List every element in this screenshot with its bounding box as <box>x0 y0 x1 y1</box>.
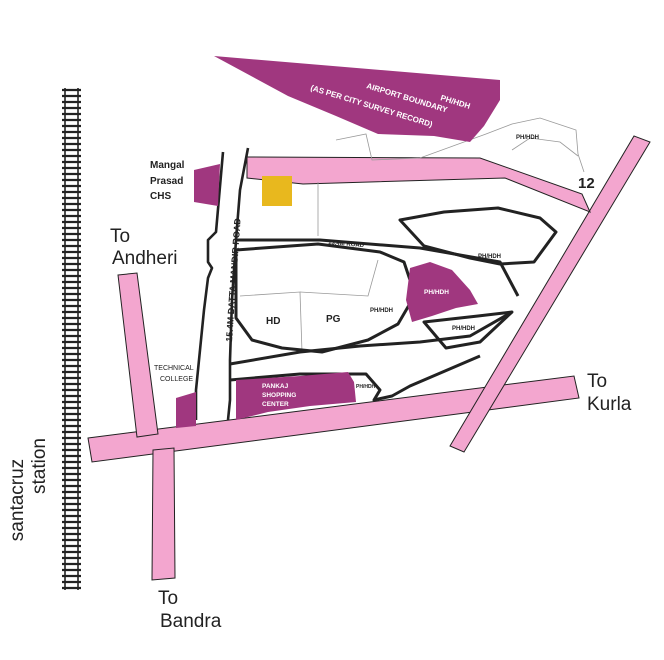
label-mangal-2: Prasad <box>150 176 183 187</box>
label-mangal-1: Mangal <box>150 160 185 171</box>
label-phhdh-south: PH/HDH <box>452 326 475 332</box>
label-station-1: santacruz <box>7 459 28 541</box>
label-road-12: 12 <box>578 175 595 192</box>
label-phhdh-top: PH/HDH <box>516 135 539 141</box>
label-to-bandra-2: Bandra <box>160 611 222 632</box>
phhdh-east-block <box>398 206 558 266</box>
datta-road-right-edge <box>226 147 250 421</box>
label-technical-2: COLLEGE <box>160 376 193 383</box>
label-pg: PG <box>326 314 341 325</box>
airport-dotted-boundary <box>335 117 585 173</box>
road-to-bandra <box>151 447 176 581</box>
hd-pg-block-outline <box>234 242 414 354</box>
label-to-andheri-1: To <box>110 226 130 247</box>
purple-plots <box>176 56 500 428</box>
label-hd: HD <box>266 316 280 327</box>
main-roads <box>87 135 651 581</box>
lower-road-outline <box>229 310 513 366</box>
mangal-prasad-plot <box>194 164 220 206</box>
phhdh-purple-plot <box>406 262 478 322</box>
label-technical-1: TECHNICAL <box>154 365 194 372</box>
datta-mandir-road <box>194 147 250 421</box>
label-phhdh-small: PH/HDH <box>356 384 376 390</box>
label-phhdh-middle: PH/HDH <box>370 308 393 314</box>
label-to-kurla-1: To <box>587 371 607 392</box>
datta-road-left-edge <box>194 151 225 420</box>
upper-road-outline <box>235 238 520 297</box>
label-pankaj-2: SHOPPING <box>262 392 296 399</box>
airport-boundary-plot <box>214 56 500 142</box>
label-to-andheri-2: Andheri <box>112 248 178 269</box>
pg-phhdh-divider <box>299 259 379 297</box>
railway-track <box>62 88 81 590</box>
road-to-andheri <box>117 272 159 438</box>
road-diagonal-12 <box>449 135 651 453</box>
label-phhdh-east: PH/HDH <box>478 254 501 260</box>
label-pankaj-3: CENTER <box>262 401 289 408</box>
road-12 <box>246 156 591 213</box>
label-to-kurla-2: Kurla <box>587 394 632 415</box>
label-to-bandra-1: To <box>158 588 178 609</box>
road-to-kurla <box>87 375 580 463</box>
road-outlines <box>229 206 558 402</box>
label-phhdh-purple: PH/HDH <box>424 289 449 296</box>
label-mangal-3: CHS <box>150 191 171 202</box>
property-lines <box>239 117 585 353</box>
property-line-2 <box>511 137 579 157</box>
technical-college-plot <box>176 392 196 428</box>
highlight-plot <box>262 176 292 206</box>
lower-south-outline <box>229 354 481 402</box>
label-station-2: station <box>29 438 50 494</box>
phhdh-south-block <box>422 310 514 350</box>
pankaj-shopping-plot <box>236 372 356 420</box>
label-pankaj-1: PANKAJ <box>262 383 289 390</box>
label-134m-road: 13.4M ROAD <box>328 240 365 249</box>
